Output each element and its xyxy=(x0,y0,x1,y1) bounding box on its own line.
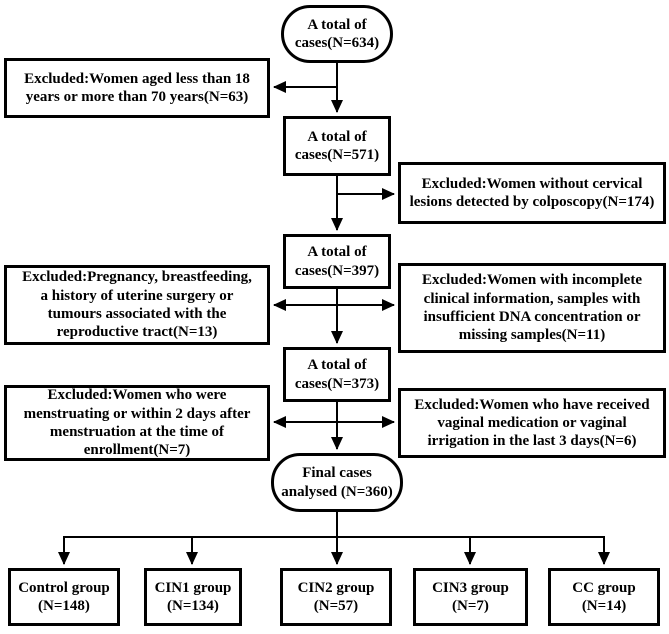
node-excluded-pregnancy: Excluded:Pregnancy, breastfeeding, a his… xyxy=(4,265,270,345)
node-group-cin3: CIN3 group (N=7) xyxy=(413,568,528,626)
node-group-cin2: CIN2 group (N=57) xyxy=(280,568,392,626)
node-total-397: A total of cases(N=397) xyxy=(283,234,391,289)
node-total-373: A total of cases(N=373) xyxy=(283,347,391,402)
node-group-control: Control group (N=148) xyxy=(8,568,120,626)
node-excluded-menstruation: Excluded:Women who were menstruating or … xyxy=(4,385,270,461)
node-excluded-age: Excluded:Women aged less than 18 years o… xyxy=(4,58,270,118)
node-excluded-incomplete-info: Excluded:Women with incomplete clinical … xyxy=(398,263,666,353)
node-final-cases: Final cases analysed (N=360) xyxy=(271,453,403,512)
node-group-cc: CC group (N=14) xyxy=(548,568,660,626)
node-excluded-vaginal-medication: Excluded:Women who have received vaginal… xyxy=(398,388,666,458)
node-total-571: A total of cases(N=571) xyxy=(283,116,391,176)
node-excluded-colposcopy: Excluded:Women without cervical lesions … xyxy=(398,162,666,224)
node-total-634: A total of cases(N=634) xyxy=(281,5,393,63)
node-group-cin1: CIN1 group (N=134) xyxy=(144,568,242,626)
